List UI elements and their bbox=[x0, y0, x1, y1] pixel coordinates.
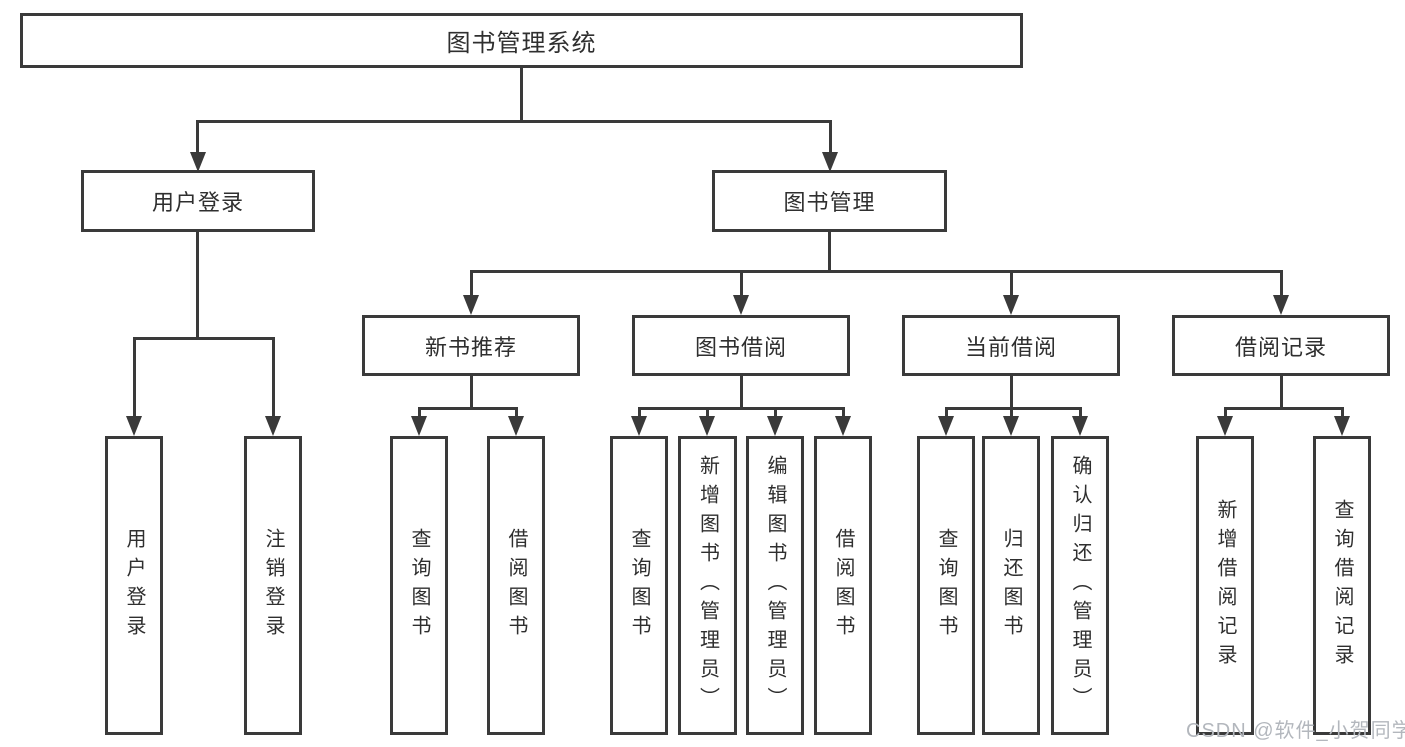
leaf-query-borrow-record: 查询借阅记录 bbox=[1313, 436, 1371, 735]
node-label: 归还图书 bbox=[1000, 527, 1022, 644]
connector-line bbox=[1341, 407, 1344, 419]
arrowhead-down-icon bbox=[835, 416, 851, 436]
arrowhead-down-icon bbox=[938, 416, 954, 436]
connector-line bbox=[196, 120, 832, 123]
node-label: 当前借阅 bbox=[964, 334, 1057, 360]
node-label: 图书管理 bbox=[783, 190, 876, 215]
node-label: 查询图书 bbox=[408, 527, 430, 644]
connector-line bbox=[1224, 407, 1227, 419]
arrowhead-down-icon bbox=[1217, 416, 1233, 436]
connector-line bbox=[470, 376, 473, 408]
leaf-query-books: 查询图书 bbox=[917, 436, 975, 735]
node-label: 用户登录 bbox=[151, 190, 244, 215]
connector-line bbox=[418, 407, 421, 419]
connector-line bbox=[470, 270, 1282, 273]
arrowhead-down-icon bbox=[767, 416, 783, 436]
leaf-add-book-admin: 新增图书（管理员） bbox=[678, 436, 737, 735]
node-label: 查询图书 bbox=[628, 527, 650, 644]
node-label: 新书推荐 bbox=[424, 334, 517, 360]
node-new-book-recommend: 新书推荐 bbox=[362, 315, 580, 376]
node-label: 借阅图书 bbox=[505, 527, 527, 644]
connector-line bbox=[638, 407, 641, 419]
node-borrowing-records: 借阅记录 bbox=[1172, 315, 1390, 376]
connector-line bbox=[133, 337, 274, 340]
connector-line bbox=[133, 337, 136, 417]
connector-line bbox=[828, 232, 831, 270]
node-book-management: 图书管理 bbox=[712, 170, 947, 232]
node-label: 注销登录 bbox=[262, 527, 284, 644]
connector-line bbox=[945, 407, 948, 419]
connector-line bbox=[1010, 407, 1013, 419]
node-book-borrowing: 图书借阅 bbox=[632, 315, 850, 376]
node-current-borrowing: 当前借阅 bbox=[902, 315, 1120, 376]
arrowhead-down-icon bbox=[508, 416, 524, 436]
arrowhead-down-icon bbox=[126, 416, 142, 436]
connector-line bbox=[945, 407, 1082, 410]
node-label: 新增图书（管理员） bbox=[696, 455, 719, 716]
leaf-query-books: 查询图书 bbox=[610, 436, 668, 735]
connector-line bbox=[272, 337, 275, 417]
leaf-logout: 注销登录 bbox=[244, 436, 302, 735]
arrowhead-down-icon bbox=[733, 295, 749, 315]
connector-line bbox=[1010, 376, 1013, 408]
arrowhead-down-icon bbox=[190, 152, 206, 172]
arrowhead-down-icon bbox=[1334, 416, 1350, 436]
connector-line bbox=[1224, 407, 1343, 410]
leaf-return-books: 归还图书 bbox=[982, 436, 1040, 735]
leaf-borrow-books: 借阅图书 bbox=[814, 436, 872, 735]
csdn-watermark: CSDN @软件_小贺同学 bbox=[1186, 720, 1405, 742]
leaf-borrow-books: 借阅图书 bbox=[487, 436, 545, 735]
node-label: 查询借阅记录 bbox=[1331, 498, 1353, 673]
connector-line bbox=[515, 407, 518, 419]
connector-line bbox=[1010, 270, 1013, 296]
connector-line bbox=[1280, 270, 1283, 296]
leaf-query-books: 查询图书 bbox=[390, 436, 448, 735]
arrowhead-down-icon bbox=[631, 416, 647, 436]
node-label: 图书借阅 bbox=[694, 334, 787, 360]
leaf-edit-book-admin: 编辑图书（管理员） bbox=[746, 436, 804, 735]
connector-line bbox=[418, 407, 518, 410]
connector-line bbox=[842, 407, 845, 419]
node-label: 借阅记录 bbox=[1234, 334, 1327, 360]
arrowhead-down-icon bbox=[1003, 295, 1019, 315]
leaf-confirm-return-admin: 确认归还（管理员） bbox=[1051, 436, 1109, 735]
connector-line bbox=[520, 68, 523, 120]
arrowhead-down-icon bbox=[463, 295, 479, 315]
leaf-add-borrow-record: 新增借阅记录 bbox=[1196, 436, 1254, 735]
node-label: 图书管理系统 bbox=[446, 30, 597, 57]
arrowhead-down-icon bbox=[1273, 295, 1289, 315]
arrowhead-down-icon bbox=[1003, 416, 1019, 436]
node-label: 用户登录 bbox=[123, 527, 145, 644]
connector-line bbox=[638, 407, 845, 410]
connector-line bbox=[706, 407, 709, 419]
connector-line bbox=[1079, 407, 1082, 419]
connector-line bbox=[470, 270, 473, 296]
node-library-system: 图书管理系统 bbox=[20, 13, 1023, 68]
node-user-login: 用户登录 bbox=[81, 170, 315, 232]
connector-line bbox=[1280, 376, 1283, 408]
connector-line bbox=[196, 232, 199, 337]
connector-line bbox=[774, 407, 777, 419]
node-label: 新增借阅记录 bbox=[1214, 498, 1236, 673]
arrowhead-down-icon bbox=[265, 416, 281, 436]
connector-line bbox=[829, 120, 832, 156]
node-label: 编辑图书（管理员） bbox=[764, 455, 786, 716]
arrowhead-down-icon bbox=[699, 416, 715, 436]
node-label: 借阅图书 bbox=[832, 527, 854, 644]
connector-line bbox=[196, 120, 199, 156]
node-label: 查询图书 bbox=[935, 527, 957, 644]
connector-line bbox=[740, 376, 743, 408]
arrowhead-down-icon bbox=[1072, 416, 1088, 436]
connector-line bbox=[740, 270, 743, 296]
node-label: 确认归还（管理员） bbox=[1069, 455, 1091, 716]
arrowhead-down-icon bbox=[822, 152, 838, 172]
arrowhead-down-icon bbox=[411, 416, 427, 436]
leaf-user-login: 用户登录 bbox=[105, 436, 163, 735]
